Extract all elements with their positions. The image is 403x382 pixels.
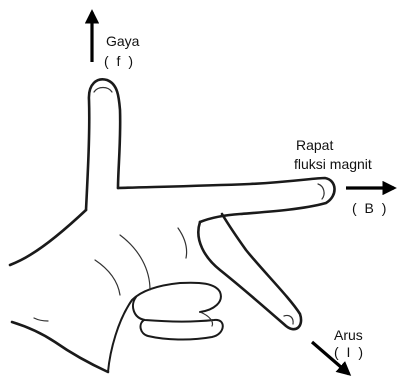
flux-symbol: ( B ) [352,200,388,216]
middle-finger [198,214,301,329]
flux-label-line2: fluksi magnit [294,156,372,172]
palm-edge [10,210,86,265]
index-finger [118,178,335,222]
force-label: Gaya [106,33,140,49]
current-symbol: ( I ) [334,344,365,360]
current-label: Arus [334,327,363,343]
hand-illustration [10,79,335,372]
wrist-bottom [12,322,108,372]
flux-label-line1: Rapat [296,137,333,153]
force-symbol: ( f ) [104,53,135,69]
curled-fingers [108,283,223,372]
thumb [86,79,120,210]
